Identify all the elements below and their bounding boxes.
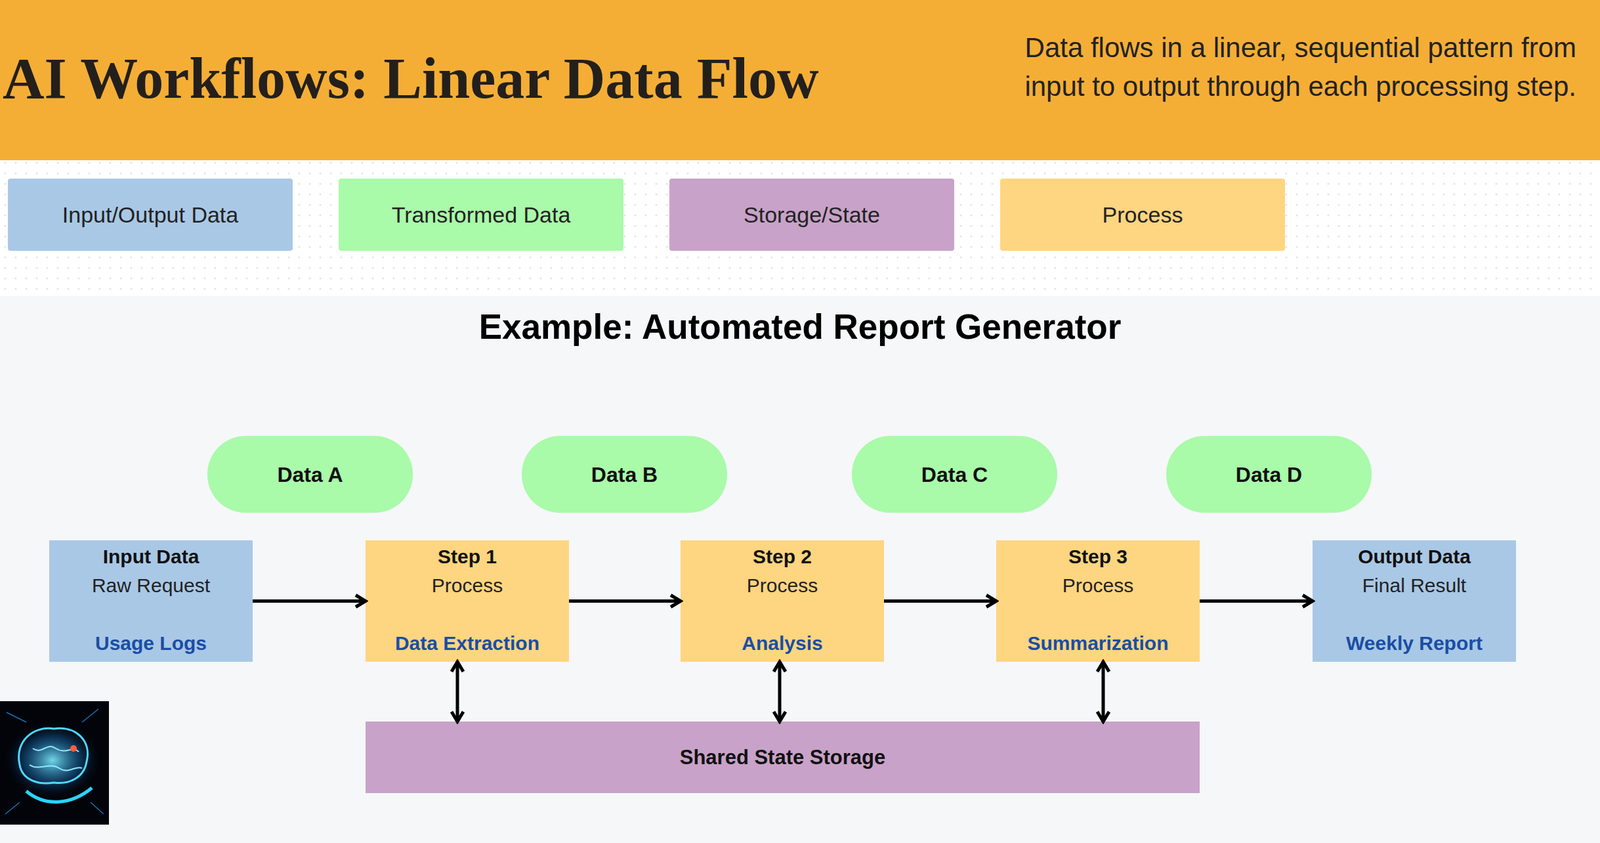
header-band <box>0 0 1600 161</box>
box-example: Usage Logs <box>49 633 253 653</box>
storage-label: Shared State Storage <box>365 744 1200 770</box>
legend-item: Process <box>1000 178 1285 251</box>
legend-item: Transformed Data <box>338 178 624 251</box>
flow-arrow <box>568 599 681 603</box>
data-pill: Data C <box>851 435 1058 513</box>
legend-text: Transformed Data <box>338 178 624 251</box>
box-subtitle: Raw Request <box>49 575 253 596</box>
box-example: Weekly Report <box>1312 633 1516 653</box>
logo-spark <box>70 744 77 752</box>
data-pill: Data B <box>521 435 728 513</box>
data-pill: Data A <box>207 435 413 513</box>
box-heading: Step 1 <box>365 546 569 567</box>
pill-label: Data B <box>521 462 728 487</box>
io-box: Output DataFinal ResultWeekly Report <box>1312 540 1516 662</box>
page-title: AI Workflows: Linear Data Flow <box>2 49 819 108</box>
storage-band: Shared State Storage <box>365 721 1200 793</box>
pill-label: Data A <box>207 462 413 487</box>
legend-item: Storage/State <box>669 178 955 251</box>
double-arrow <box>1101 661 1106 722</box>
box-example: Data Extraction <box>365 633 569 653</box>
box-subtitle: Process <box>996 575 1200 596</box>
process-box: Step 2 ProcessAnalysis <box>680 540 885 662</box>
legend-text: Storage/State <box>669 178 955 251</box>
process-box: Step 1 ProcessData Extraction <box>365 540 569 662</box>
box-heading: Input Data <box>49 546 253 567</box>
example-heading: Example: Automated Report Generator <box>274 307 1326 347</box>
example-panel <box>0 295 1600 843</box>
pill-label: Data C <box>851 462 1058 487</box>
box-heading: Output Data <box>1312 546 1516 567</box>
box-example: Summarization <box>996 633 1200 653</box>
legend-text: Process <box>1000 178 1285 251</box>
data-pill: Data D <box>1166 435 1372 513</box>
double-arrow <box>456 661 460 722</box>
box-subtitle: Final Result <box>1312 575 1516 596</box>
logo-circuit-lines <box>5 708 104 814</box>
flow-arrow <box>252 599 366 603</box>
double-arrow <box>778 661 782 722</box>
logo-hand <box>26 787 92 802</box>
logo-glow <box>3 720 102 800</box>
logo-brain-outline <box>19 727 88 783</box>
pill-label: Data D <box>1166 462 1372 487</box>
box-heading: Step 3 <box>996 546 1200 567</box>
flow-arrow <box>884 599 997 603</box>
logo-background <box>0 700 109 825</box>
logo-image <box>0 700 109 825</box>
process-box: Step 3 ProcessSummarization <box>996 540 1200 662</box>
flow-arrow <box>1199 599 1313 603</box>
legend-item: Input/Output Data <box>7 178 293 251</box>
box-heading: Step 2 <box>680 546 885 567</box>
io-box: Input DataRaw RequestUsage Logs <box>49 540 253 662</box>
subtitle-text: Data flows in a linear, sequential patte… <box>972 28 1577 106</box>
dotted-background <box>0 160 1600 297</box>
box-example: Analysis <box>680 633 885 653</box>
box-subtitle: Process <box>680 575 885 596</box>
legend-text: Input/Output Data <box>7 178 293 251</box>
box-subtitle: Process <box>365 575 569 596</box>
